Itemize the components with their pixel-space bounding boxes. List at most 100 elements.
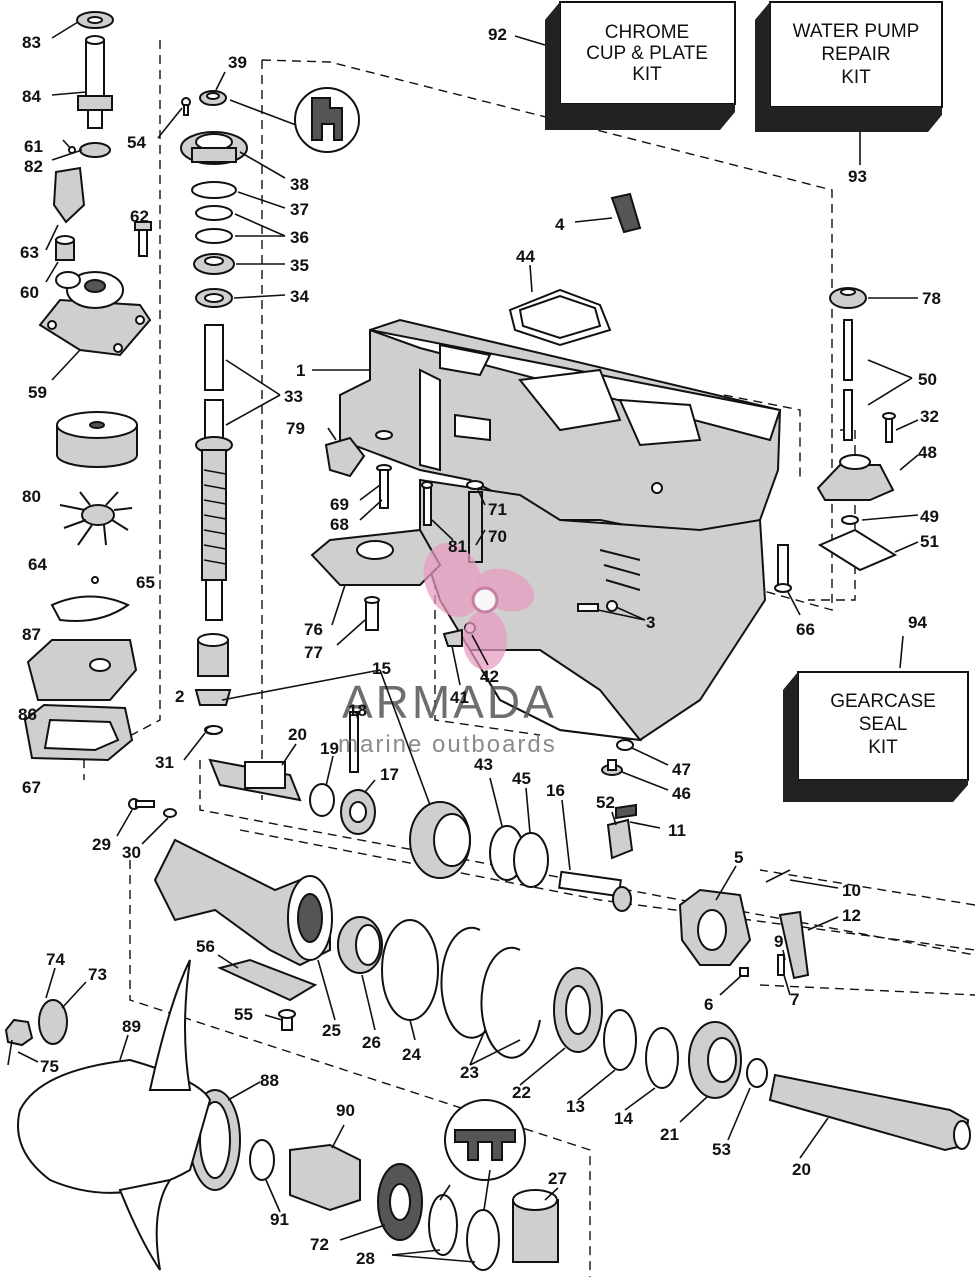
callout-leaders	[17, 21, 919, 1263]
water-pump-kit-line-1: WATER PUMP	[793, 21, 920, 42]
callout-83: 83	[22, 33, 41, 52]
callout-59: 59	[28, 383, 47, 402]
callout-92: 92	[488, 25, 507, 44]
callout-47: 47	[672, 760, 691, 779]
part-propeller-group	[4, 959, 559, 1271]
part-shift-rod-group	[774, 287, 898, 593]
part-2-pinion-bearing	[194, 633, 232, 735]
callout-1: 1	[296, 361, 305, 380]
callout-25: 25	[322, 1021, 341, 1040]
callout-13: 13	[566, 1097, 585, 1116]
part-drive-shaft-stack	[180, 90, 248, 308]
callout-32: 32	[920, 407, 939, 426]
callout-38: 38	[290, 175, 309, 194]
callout-54: 54	[127, 133, 146, 152]
callout-26: 26	[362, 1033, 381, 1052]
callout-76: 76	[304, 620, 323, 639]
watermark-brand: ARMADA	[342, 676, 557, 728]
gearcase-seal-kit-box: GEARCASE SEAL KIT	[783, 671, 969, 802]
callout-30: 30	[122, 843, 141, 862]
callout-53: 53	[712, 1140, 731, 1159]
callout-88: 88	[260, 1071, 279, 1090]
callout-93: 93	[848, 167, 867, 186]
callout-44: 44	[516, 247, 535, 266]
callout-7: 7	[790, 990, 799, 1009]
seal-detail-inset	[444, 1099, 526, 1181]
callout-6: 6	[704, 995, 713, 1014]
callout-68: 68	[330, 515, 349, 534]
part-forward-gear-group	[409, 801, 637, 912]
callout-11: 11	[668, 821, 686, 840]
callout-60: 60	[20, 283, 39, 302]
part-water-tube-grommets	[52, 139, 111, 261]
part-59-pump-housing	[38, 271, 152, 357]
chrome-kit-line-3: KIT	[632, 64, 662, 85]
callout-80: 80	[22, 487, 41, 506]
callout-63: 63	[20, 243, 39, 262]
callout-16: 16	[546, 781, 565, 800]
callout-89: 89	[122, 1017, 141, 1036]
callout-49: 49	[920, 507, 939, 526]
callout-43: 43	[474, 755, 493, 774]
callout-71: 71	[488, 500, 507, 519]
callout-19: 19	[320, 739, 339, 758]
callout-67: 67	[22, 778, 41, 797]
part-44-gasket	[508, 288, 612, 347]
callout-29: 29	[92, 835, 111, 854]
callout-73: 73	[88, 965, 107, 984]
part-64-impeller	[59, 491, 133, 546]
callout-46: 46	[672, 784, 691, 803]
part-83-84-tube	[76, 11, 114, 129]
callout-78: 78	[922, 289, 941, 308]
part-79-69-68	[324, 430, 393, 509]
callout-86: 86	[18, 705, 37, 724]
callout-84: 84	[22, 87, 41, 106]
callout-87: 87	[22, 625, 41, 644]
callout-70: 70	[488, 527, 507, 546]
callout-28: 28	[356, 1249, 375, 1268]
callout-33: 33	[284, 387, 303, 406]
part-pinion-shaft-group	[205, 711, 376, 835]
callout-79: 79	[286, 419, 305, 438]
callout-77: 77	[304, 643, 323, 662]
part-33-drive-shaft	[195, 324, 233, 621]
part-shift-mechanism	[678, 869, 810, 980]
callout-61: 61	[24, 137, 43, 156]
callout-20-upper: 20	[288, 725, 307, 744]
callout-72: 72	[310, 1235, 329, 1254]
callout-27: 27	[548, 1169, 567, 1188]
callout-62: 62	[130, 207, 149, 226]
callout-37: 37	[290, 200, 309, 219]
callout-81: 81	[448, 537, 467, 556]
callout-42: 42	[480, 667, 499, 686]
callout-48: 48	[918, 443, 937, 462]
callout-17: 17	[380, 765, 399, 784]
part-29-30	[128, 798, 177, 818]
chrome-kit-line-2: CUP & PLATE	[586, 43, 708, 64]
callout-12: 12	[842, 906, 861, 925]
callout-51: 51	[920, 532, 939, 551]
chrome-kit-line-1: CHROME	[605, 22, 689, 43]
callout-50: 50	[918, 370, 937, 389]
water-pump-repair-kit-box: WATER PUMP REPAIR KIT	[755, 1, 943, 132]
part-80-impeller-cup	[56, 411, 138, 468]
gearcase-kit-line-2: SEAL	[859, 714, 908, 735]
callout-2: 2	[175, 687, 184, 706]
callout-90: 90	[336, 1101, 355, 1120]
callout-20-lower: 20	[792, 1160, 811, 1179]
callout-15: 15	[372, 659, 391, 678]
callout-31: 31	[155, 753, 174, 772]
callout-36: 36	[290, 228, 309, 247]
part-56-55	[217, 958, 318, 1031]
callout-21: 21	[660, 1125, 679, 1144]
chrome-cup-plate-kit-box: CHROME CUP & PLATE KIT	[545, 1, 736, 130]
gearcase-kit-line-3: KIT	[868, 737, 898, 758]
callout-41: 41	[450, 688, 469, 707]
callout-5: 5	[734, 848, 743, 867]
part-47-46	[601, 739, 634, 776]
callout-10: 10	[842, 881, 861, 900]
callout-4: 4	[555, 215, 565, 234]
callout-55: 55	[234, 1005, 253, 1024]
callout-69: 69	[330, 495, 349, 514]
armada-watermark: ARMADA marine outboards	[338, 543, 557, 758]
